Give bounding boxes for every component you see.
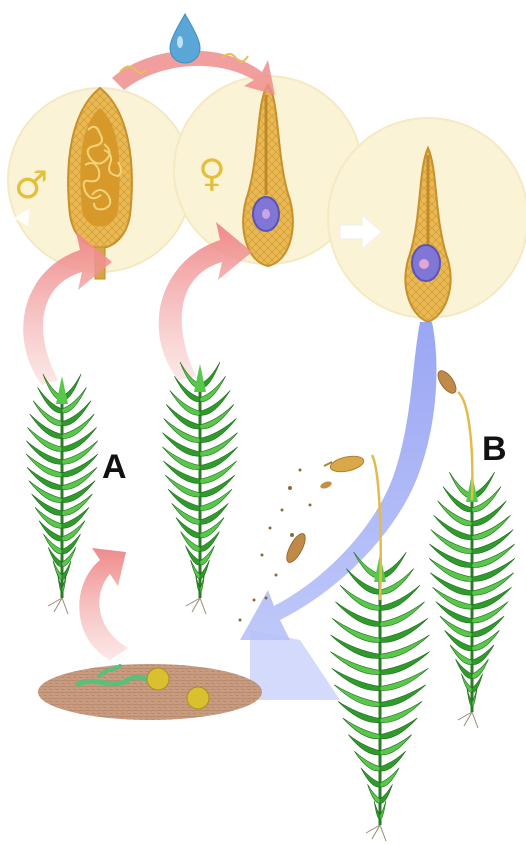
moss-tip bbox=[194, 364, 206, 392]
male-symbol-icon: ♂ bbox=[14, 163, 48, 207]
protonema-arrow bbox=[79, 548, 128, 660]
moss-plant-b bbox=[162, 362, 237, 614]
rhizoids bbox=[366, 825, 386, 841]
water-drop-icon bbox=[170, 14, 200, 63]
falling-capsule bbox=[283, 531, 309, 565]
moss-plant-with-sporophyte-b bbox=[429, 472, 515, 728]
cycle-arrow-b bbox=[159, 222, 252, 380]
rhizoids bbox=[48, 598, 68, 614]
rhizoids bbox=[186, 598, 206, 614]
spore bbox=[187, 687, 209, 709]
antheridium-panel: ♂ bbox=[8, 88, 192, 279]
spore bbox=[147, 668, 169, 690]
rhizoids bbox=[458, 712, 478, 728]
zygote-panel bbox=[328, 118, 526, 322]
label-b: B bbox=[482, 430, 507, 468]
female-symbol-icon: ♀ bbox=[198, 151, 226, 195]
soil-patch bbox=[38, 664, 262, 720]
moss-tip bbox=[56, 376, 68, 404]
spore-arrow bbox=[240, 322, 436, 640]
label-a: A bbox=[102, 448, 127, 486]
